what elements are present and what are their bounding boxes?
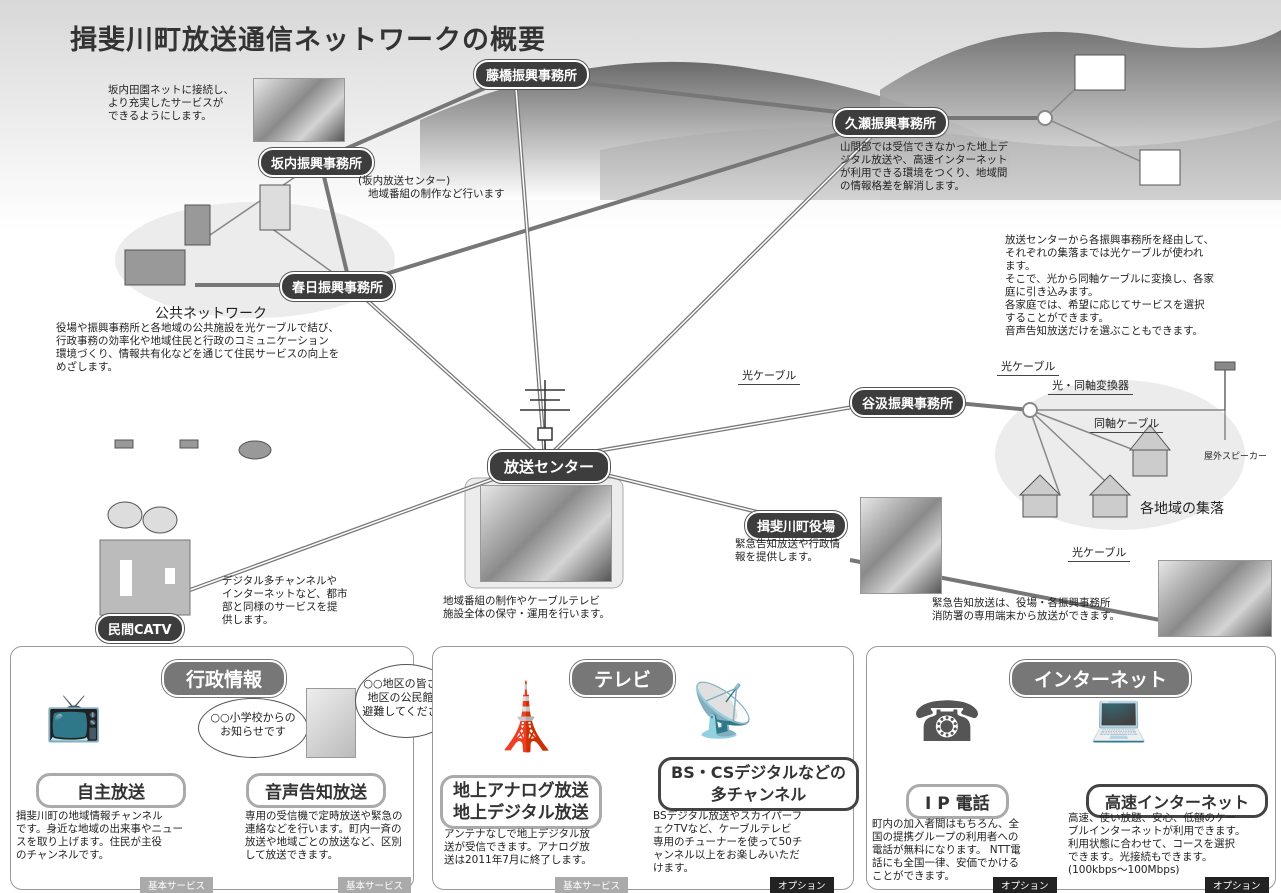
public-buildings [124,184,291,286]
tv-tower-icon: 🗼 [486,681,566,755]
satellite-tv-icon: 📡 [690,681,755,741]
bs-desc: BSデジタル放送やスカイパーフェクTVなど、ケーブルテレビ専用のチューナーを使っ… [653,810,803,874]
page-title: 揖斐川町放送通信ネットワークの概要 [70,25,546,56]
node-sakauchi: 坂内振興事務所 [259,148,375,177]
village-label: 各地域の集落 [1140,501,1224,517]
jishu-title: 自主放送 [36,773,186,808]
fiber-note: 放送センターから各振興事務所を経由して、それぞれの集落までは光ケーブルが使われま… [1005,234,1215,337]
kuse-splitter-node [1037,110,1053,126]
satellites [114,439,272,460]
antenna-tower [520,380,570,455]
chijo-badge: 基本サービス [555,877,629,893]
public-network-title: 公共ネットワーク [155,306,267,322]
speaker-label: 屋外スピーカー [1204,452,1268,462]
onsei-title: 音声告知放送 [246,773,386,808]
emergency-note: 緊急告知放送は、役場・各振興事務所消防署の専用端末から放送ができます。 [932,597,1120,622]
townhall-terminal-photo [860,497,942,594]
panel-gyosei-title: 行政情報 [162,660,287,697]
node-tanigumi: 谷汲振興事務所 [850,388,966,417]
center-equipment-photo [480,485,612,582]
fast-internet-title: 高速インターネット [1086,784,1269,818]
townhall-note: 緊急告知放送や行政情報を提供します。 [735,538,840,563]
panel-tv-title: テレビ [570,660,676,697]
chijo-desc: アンテナなしで地上デジタル放送が受信できます。アナログ放送は2011年7月に終了… [444,828,592,866]
bs-badge: オプション [770,877,834,893]
fire-station-photo [1158,560,1272,637]
public-network-note: 役場や振興事務所と各地域の公共施設を光ケーブルで結び、行政事務の効率化や地域住民… [56,322,340,373]
panel-internet-title: インターネット [1010,660,1192,697]
speaker [1214,361,1236,440]
catv-note: デジタル多チャンネルやインターネットなど、都市部と同様のサービスを提供します。 [222,575,348,626]
ip-phone-desc: 町内の加入者間はもちろん、全国の提携グループの利用者への電話が無料になります。 … [872,818,1021,882]
fast-internet-badge: オプション [1205,877,1269,893]
catv-building [99,501,191,616]
center-note: 地域番組の制作やケーブルテレビ施設全体の保守・運用を行います。 [443,595,610,620]
network-pc-icon: 💻 [1090,690,1148,744]
jishu-badge: 基本サービス [140,877,214,893]
node-kuse: 久瀬振興事務所 [833,108,949,137]
hill-front [600,120,1281,200]
node-town-hall: 揖斐川町役場 [745,511,848,540]
onsei-desc: 専用の受信機で定時放送や緊急の連絡などを行います。町内一斉の放送や地域ごとの放送… [245,810,403,861]
node-kasuga: 春日振興事務所 [280,272,396,301]
chijo-title: 地上アナログ放送地上デジタル放送 [440,775,602,829]
converter-label: 光・同軸変換器 [1048,377,1133,395]
bs-title: BS・CSデジタルなどの多チャンネル [658,757,859,811]
fast-internet-desc: 高速、使い放題、安心、低額のケーブルインターネットが利用できます。利用状態に合わ… [1068,812,1246,876]
phone-user-icon: ☎ [912,690,982,755]
receiver-device-photo [306,688,356,758]
school-announcement-bubble: ○○小学校からのお知らせです [198,698,308,758]
tv-character-icon: 📺 [45,690,103,744]
fiber-cable-label-2: 光ケーブル [997,358,1060,376]
node-catv: 民間CATV [96,614,184,643]
converter-node [1022,402,1038,418]
coax-label: 同軸ケーブル [1090,415,1164,433]
sakauchi-photo [253,78,345,142]
sakauchi-note: 坂内田園ネットに接続し、より充実したサービスができるようにします。 [108,84,234,122]
fiber-cable-label-1: 光ケーブル [738,367,801,385]
onsei-badge: 基本サービス [338,877,412,893]
kuse-note: 山間部では受信できなかった地上デジタル放送や、高速インターネットが利用できる環境… [840,141,1008,192]
ip-phone-title: I P 電話 [906,784,1009,819]
node-center: 放送センター [488,450,611,483]
jishu-desc: 揖斐川町の地域情報チャンネルです。身近な地域の出来事やニュースを取り上げます。住… [16,810,183,861]
node-fujihashi: 藤橋振興事務所 [474,60,590,89]
houses [1018,54,1181,518]
ip-phone-badge: オプション [993,877,1057,893]
sakauchi-center-note: (坂内放送センター)地域番組の制作など行います [358,175,505,200]
fiber-cable-label-3: 光ケーブル [1068,544,1131,562]
